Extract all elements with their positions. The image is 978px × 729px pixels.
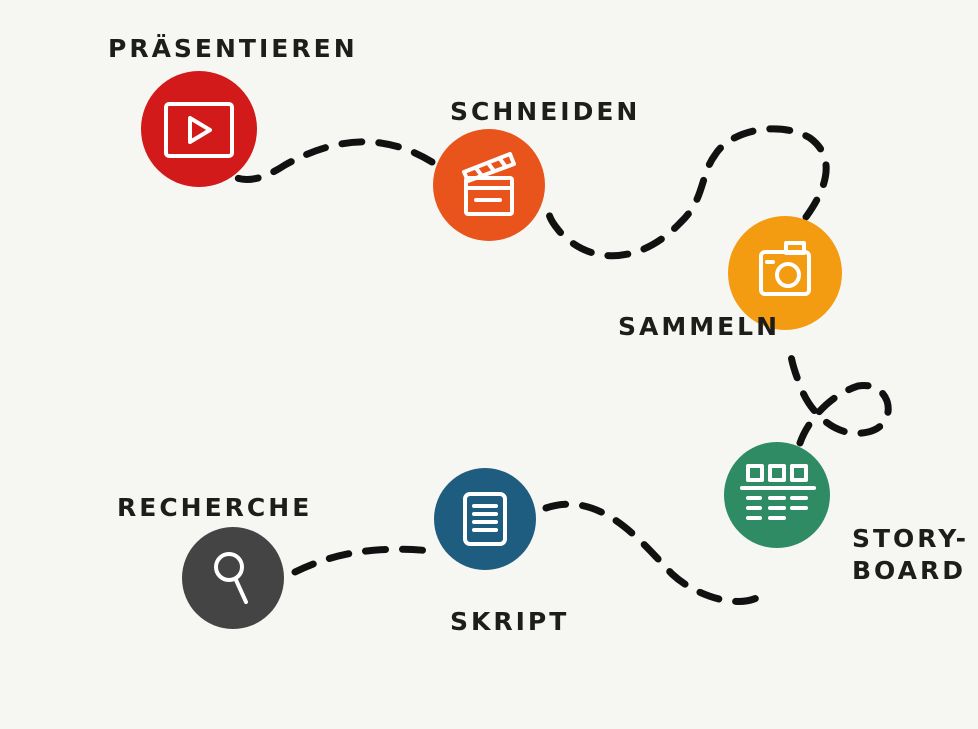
skript-circle xyxy=(434,468,536,570)
storyboard-icon xyxy=(740,464,816,520)
camera-icon xyxy=(759,241,811,296)
storyboard-label-line1: STORY- xyxy=(852,524,969,553)
magnifier-icon xyxy=(214,552,248,604)
connector-path xyxy=(233,125,892,605)
sammeln-label: SAMMELN xyxy=(618,312,780,341)
connector-sammeln-schneiden xyxy=(545,125,830,260)
connector-skript-storyboard xyxy=(542,500,771,605)
skript-label: SKRIPT xyxy=(450,607,569,636)
step-storyboard: STORY- BOARD xyxy=(724,442,969,585)
document-icon xyxy=(463,492,507,546)
connector-storyboard-sammeln-loop xyxy=(786,341,892,447)
praesentieren-label: PRÄSENTIEREN xyxy=(108,33,358,63)
recherche-label: RECHERCHE xyxy=(117,493,312,522)
praesentieren-circle xyxy=(141,71,257,187)
step-recherche: RECHERCHE xyxy=(117,493,312,629)
step-schneiden: SCHNEIDEN xyxy=(433,97,640,241)
step-skript: SKRIPT xyxy=(434,468,569,636)
storyboard-label-line2: BOARD xyxy=(852,556,966,585)
storyboard-circle xyxy=(724,442,830,548)
clapperboard-icon xyxy=(462,152,516,216)
schneiden-label: SCHNEIDEN xyxy=(450,97,640,126)
sammeln-circle xyxy=(728,216,842,330)
step-sammeln: SAMMELN xyxy=(618,216,842,341)
schneiden-circle xyxy=(433,129,545,241)
step-praesentieren: PRÄSENTIEREN xyxy=(108,33,358,187)
video-play-icon xyxy=(164,102,234,158)
connector-recherche-skript xyxy=(291,545,436,576)
connector-schneiden-praesentieren xyxy=(233,138,436,183)
